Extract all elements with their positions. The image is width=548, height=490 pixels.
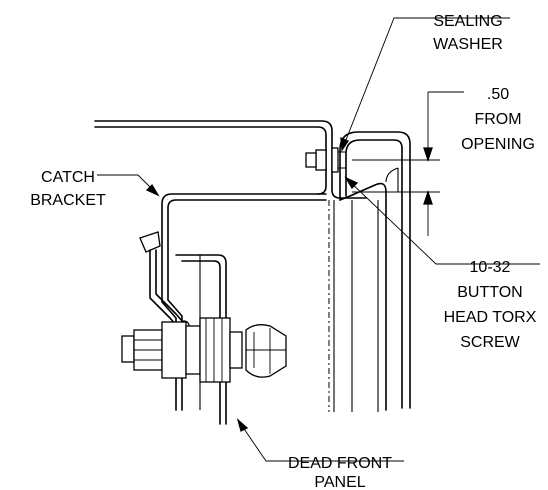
enclosure-flange	[339, 131, 411, 412]
label-screw-size: 10-32	[470, 259, 511, 276]
leader-lines	[97, 17, 540, 462]
label-washer: WASHER	[433, 36, 503, 53]
label-screw: SCREW	[460, 334, 520, 351]
callout-sealing-washer: SEALING WASHER	[433, 13, 503, 53]
label-catch: CATCH	[41, 169, 95, 186]
label-dead-front: DEAD FRONT	[288, 455, 392, 472]
dimension-lines	[352, 91, 464, 236]
label-panel: PANEL	[314, 474, 365, 490]
label-head-torx: HEAD TORX	[444, 309, 537, 326]
label-bracket: BRACKET	[30, 192, 106, 209]
sealing-washer-screw	[305, 147, 346, 173]
door-inner-edge	[328, 200, 335, 412]
label-sealing: SEALING	[433, 13, 502, 30]
label-opening: OPENING	[461, 136, 535, 153]
quarter-turn-latch	[121, 231, 287, 383]
catch-bracket	[161, 193, 327, 425]
label-from: FROM	[474, 111, 521, 128]
callout-screw: 10-32 BUTTON HEAD TORX SCREW	[444, 259, 537, 351]
label-dimension-value: .50	[487, 86, 509, 103]
label-button: BUTTON	[457, 284, 522, 301]
callout-dead-front-panel: DEAD FRONT PANEL	[288, 455, 392, 490]
callout-catch-bracket: CATCH BRACKET	[30, 169, 106, 209]
callout-from-opening: .50 FROM OPENING	[461, 86, 535, 153]
